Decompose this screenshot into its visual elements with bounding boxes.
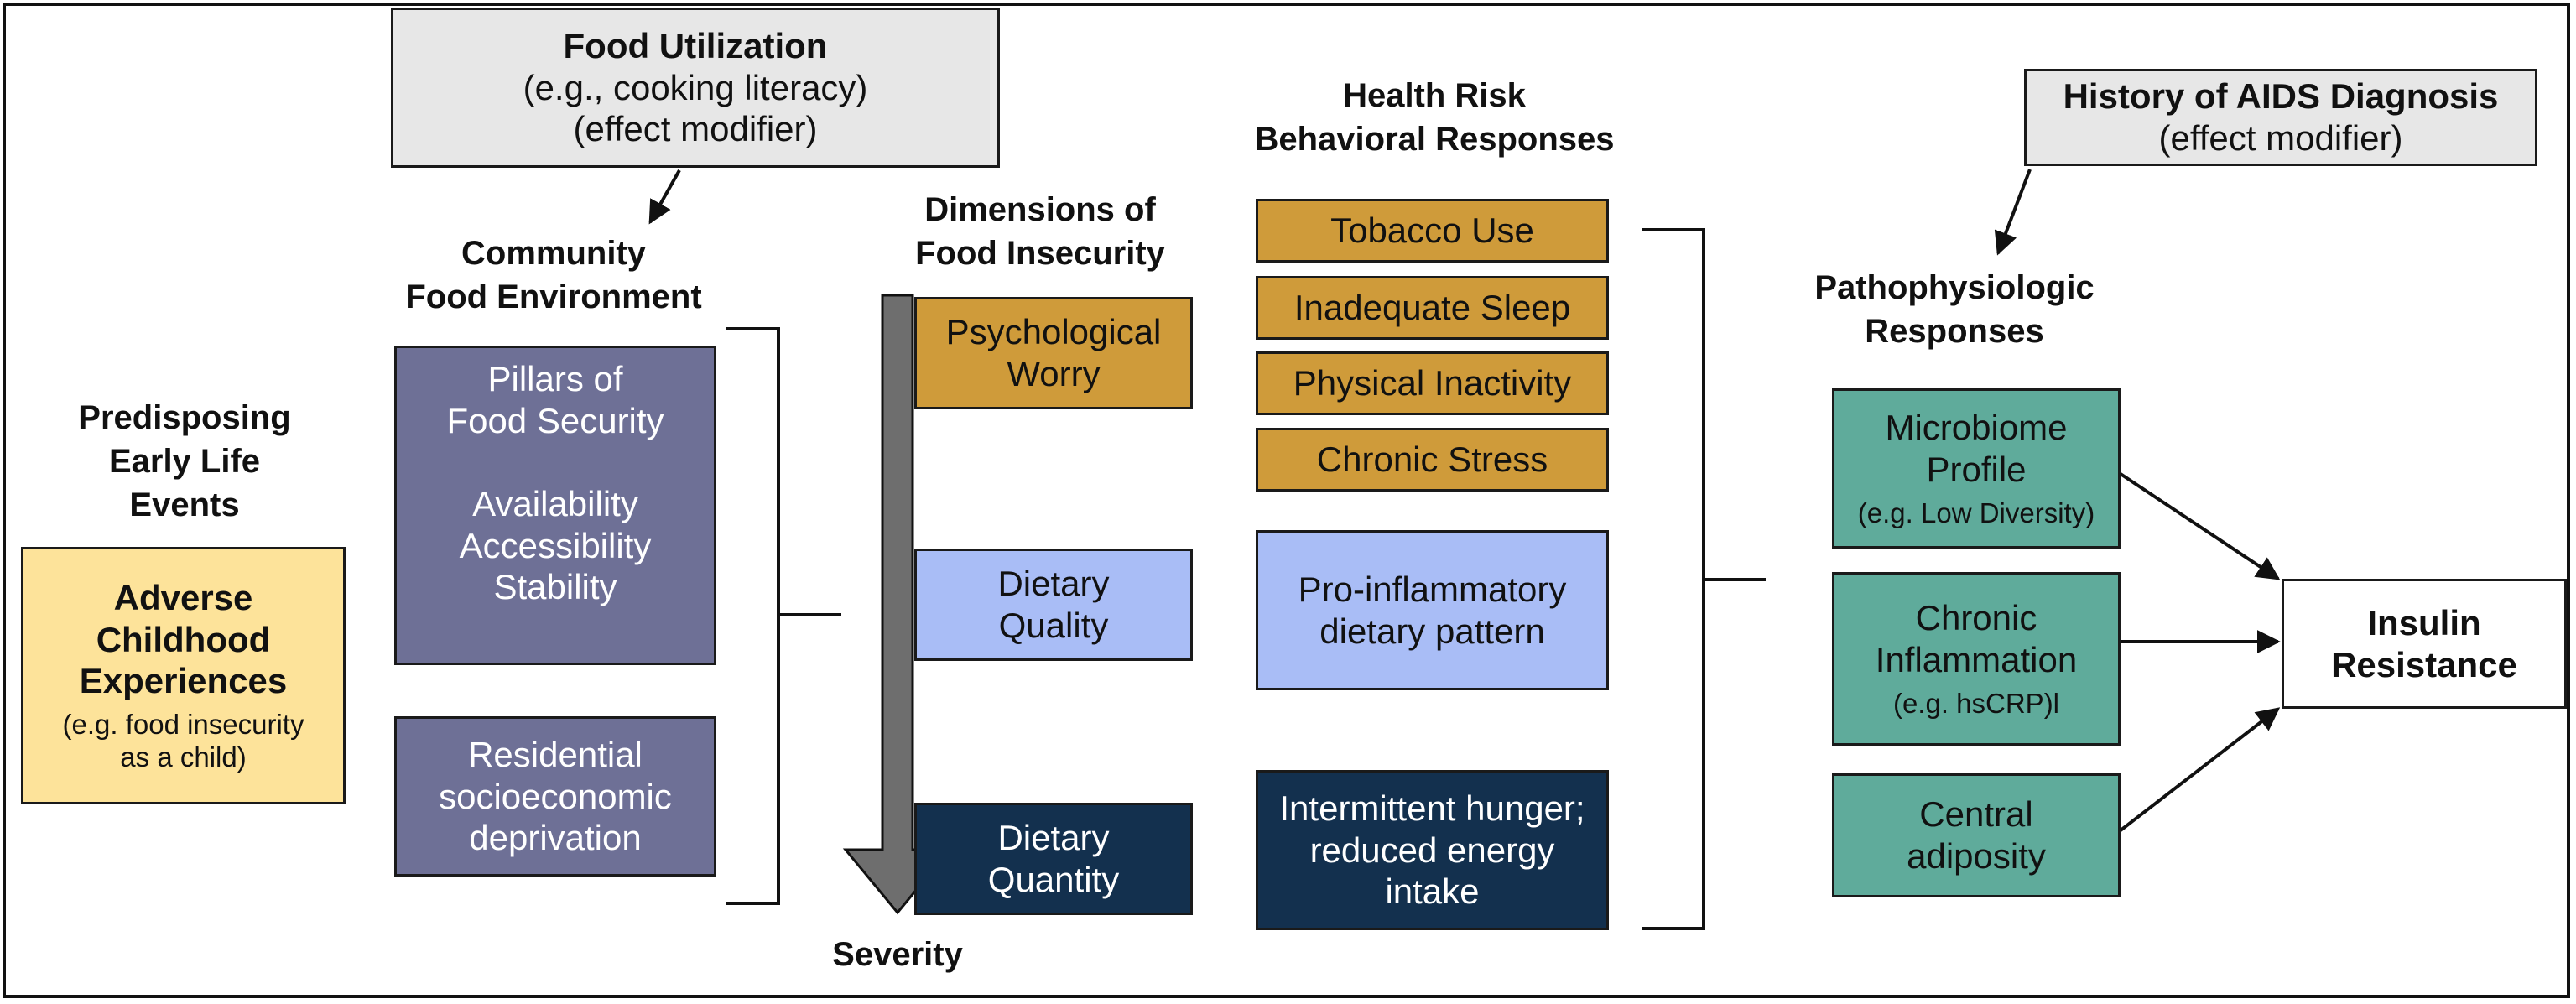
quantity-line: Dietary	[997, 818, 1110, 858]
predisposing-heading: Predisposing Early Life Events	[34, 396, 336, 527]
proinflammatory-diet-box: Pro-inflammatory dietary pattern	[1256, 530, 1609, 690]
patho-heading-line: Pathophysiologic	[1814, 269, 2095, 306]
health-risk-heading-line: Health Risk	[1343, 77, 1526, 114]
residential-deprivation-box: Residential socioeconomic deprivation	[394, 716, 716, 877]
adverse-childhood-box: Adverse Childhood Experiences (e.g. food…	[21, 547, 346, 804]
quality-line: Dietary	[997, 564, 1110, 604]
adverse-note-line: (e.g. food insecurity	[62, 708, 304, 740]
adverse-note-line: as a child)	[120, 741, 247, 773]
pillar-item: Availability	[472, 484, 638, 524]
adiposity-line: Central	[1919, 794, 2033, 835]
food-utilization-title: Food Utilization	[563, 26, 828, 66]
chronic-stress-box: Chronic Stress	[1256, 428, 1609, 492]
chronic-inflammation-box: Chronic Inflammation (e.g. hsCRP)l	[1832, 572, 2121, 746]
stress-label: Chronic Stress	[1316, 440, 1548, 480]
dimensions-heading: Dimensions of Food Insecurity	[872, 188, 1208, 275]
food-utilization-role: (effect modifier)	[573, 109, 818, 149]
community-heading: Community Food Environment	[361, 231, 747, 319]
physical-inactivity-box: Physical Inactivity	[1256, 351, 1609, 415]
behavior-bracket	[1642, 228, 1705, 930]
microbiome-note: (e.g. Low Diversity)	[1857, 497, 2095, 528]
adverse-title-line: Adverse	[113, 578, 253, 618]
intermittent-hunger-box: Intermittent hunger; reduced energy inta…	[1256, 770, 1609, 930]
community-heading-line: Food Environment	[405, 278, 702, 315]
patho-heading-line: Responses	[1865, 313, 2044, 350]
aids-history-title: History of AIDS Diagnosis	[2063, 76, 2499, 117]
worry-line: Psychological	[945, 312, 1162, 352]
residential-line: deprivation	[469, 818, 642, 858]
pillar-item: Stability	[493, 567, 617, 607]
residential-line: Residential	[468, 735, 643, 775]
aids-history-arrow	[1994, 169, 2032, 256]
inflammation-title-line: Chronic	[1915, 598, 2037, 638]
adverse-title-line: Childhood	[96, 619, 271, 659]
community-bracket	[726, 327, 780, 905]
worry-line: Worry	[1007, 354, 1101, 393]
hunger-line: intake	[1385, 871, 1480, 912]
pillar-item: Accessibility	[459, 525, 652, 565]
inflammation-title-line: Inflammation	[1875, 640, 2078, 680]
severity-label: Severity	[832, 936, 963, 973]
proinflammatory-line: dietary pattern	[1319, 611, 1545, 651]
residential-line: socioeconomic	[439, 776, 672, 816]
food-utilization-arrow	[648, 169, 681, 225]
sleep-label: Inadequate Sleep	[1293, 288, 1571, 328]
aids-history-box: History of AIDS Diagnosis (effect modifi…	[2024, 69, 2537, 166]
outcome-line: Resistance	[2331, 644, 2517, 684]
predisposing-heading-line: Events	[129, 486, 240, 523]
microbiome-title-line: Profile	[1926, 450, 2027, 490]
microbiome-to-insulin-arrow	[2119, 472, 2281, 580]
dietary-quality-box: Dietary Quality	[914, 549, 1193, 661]
pillars-title-line: Food Security	[446, 400, 664, 440]
tobacco-label: Tobacco Use	[1330, 211, 1534, 251]
inactivity-label: Physical Inactivity	[1293, 363, 1572, 403]
microbiome-profile-box: Microbiome Profile (e.g. Low Diversity)	[1832, 388, 2121, 549]
health-risk-heading: Health Risk Behavioral Responses	[1200, 74, 1669, 161]
outcome-line: Insulin	[2367, 602, 2481, 642]
pillars-title-line: Pillars of	[487, 359, 623, 398]
tobacco-use-box: Tobacco Use	[1256, 199, 1609, 263]
dimensions-heading-line: Food Insecurity	[915, 235, 1165, 272]
dimensions-heading-line: Dimensions of	[924, 191, 1156, 228]
food-utilization-example: (e.g., cooking literacy)	[523, 67, 868, 107]
community-heading-line: Community	[461, 235, 646, 272]
central-adiposity-box: Central adiposity	[1832, 773, 2121, 897]
inadequate-sleep-box: Inadequate Sleep	[1256, 276, 1609, 340]
pillars-box: Pillars of Food Security Availability Ac…	[394, 346, 716, 665]
quality-line: Quality	[998, 606, 1109, 645]
patho-heading: Pathophysiologic Responses	[1778, 266, 2131, 353]
adverse-title-line: Experiences	[79, 661, 288, 701]
hunger-line: Intermittent hunger;	[1279, 788, 1585, 829]
diagram-frame	[3, 3, 2570, 998]
insulin-resistance-box: Insulin Resistance	[2282, 579, 2567, 709]
psychological-worry-box: Psychological Worry	[914, 297, 1193, 409]
dietary-quantity-box: Dietary Quantity	[914, 803, 1193, 915]
proinflammatory-line: Pro-inflammatory	[1298, 569, 1567, 609]
microbiome-title-line: Microbiome	[1885, 408, 2068, 448]
aids-history-role: (effect modifier)	[2158, 118, 2403, 158]
predisposing-heading-line: Early Life	[108, 443, 261, 480]
predisposing-heading-line: Predisposing	[78, 399, 291, 436]
adiposity-line: adiposity	[1907, 836, 2046, 876]
food-utilization-box: Food Utilization (e.g., cooking literacy…	[391, 8, 1000, 168]
adiposity-to-insulin-arrow	[2119, 707, 2281, 832]
health-risk-heading-line: Behavioral Responses	[1254, 121, 1615, 158]
inflammation-note: (e.g. hsCRP)l	[1892, 687, 2060, 719]
hunger-line: reduced energy	[1309, 830, 1555, 870]
quantity-line: Quantity	[987, 860, 1120, 899]
